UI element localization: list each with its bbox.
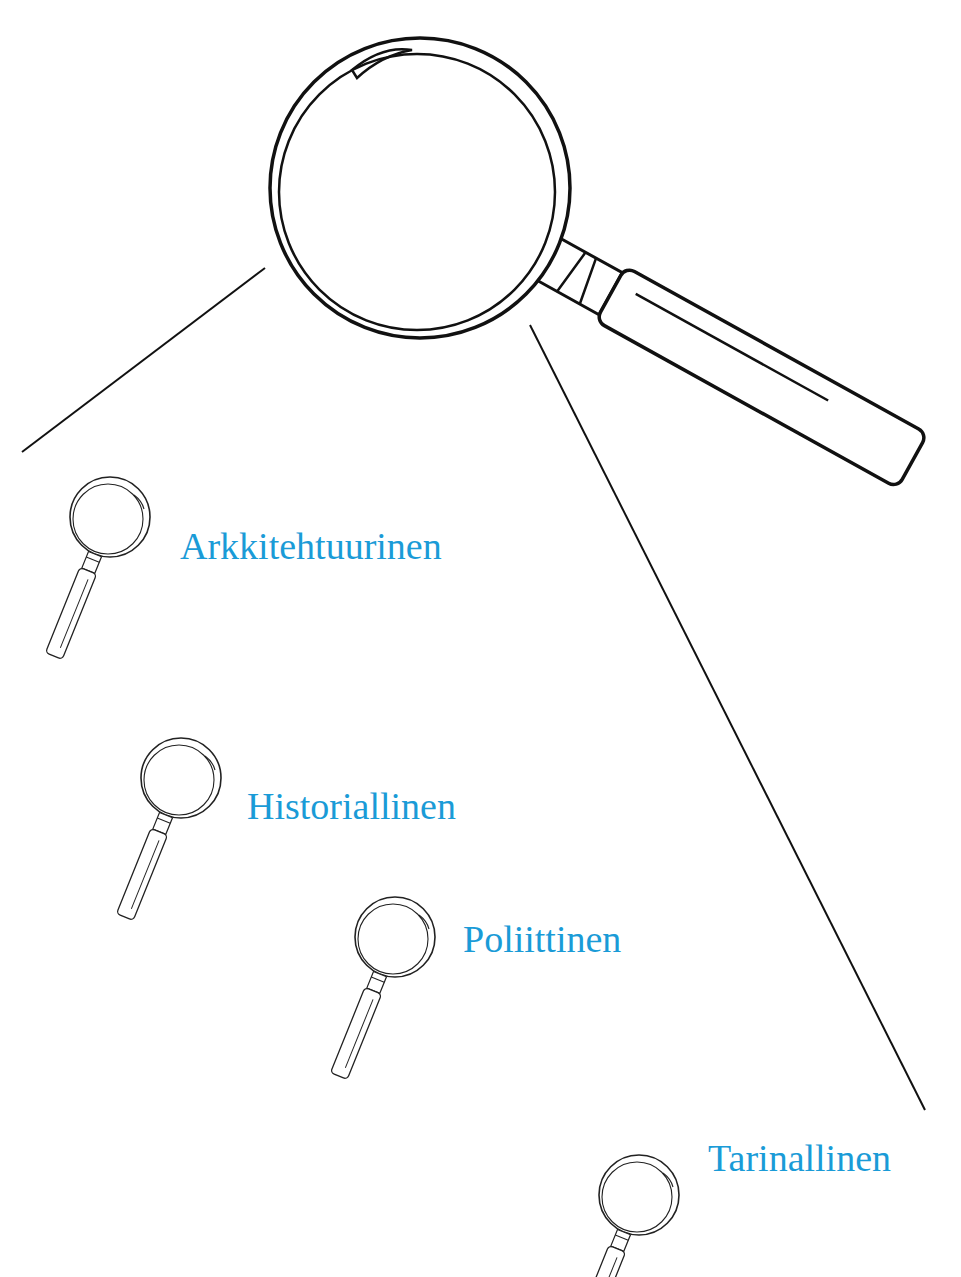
category-label: Poliittinen bbox=[463, 917, 621, 963]
cone-line bbox=[22, 268, 265, 452]
category-label: Tarinallinen bbox=[708, 1136, 891, 1182]
category-label: Arkkitehtuurinen bbox=[180, 524, 442, 570]
large-magnifier bbox=[270, 38, 927, 488]
category-label: Historiallinen bbox=[247, 784, 456, 830]
